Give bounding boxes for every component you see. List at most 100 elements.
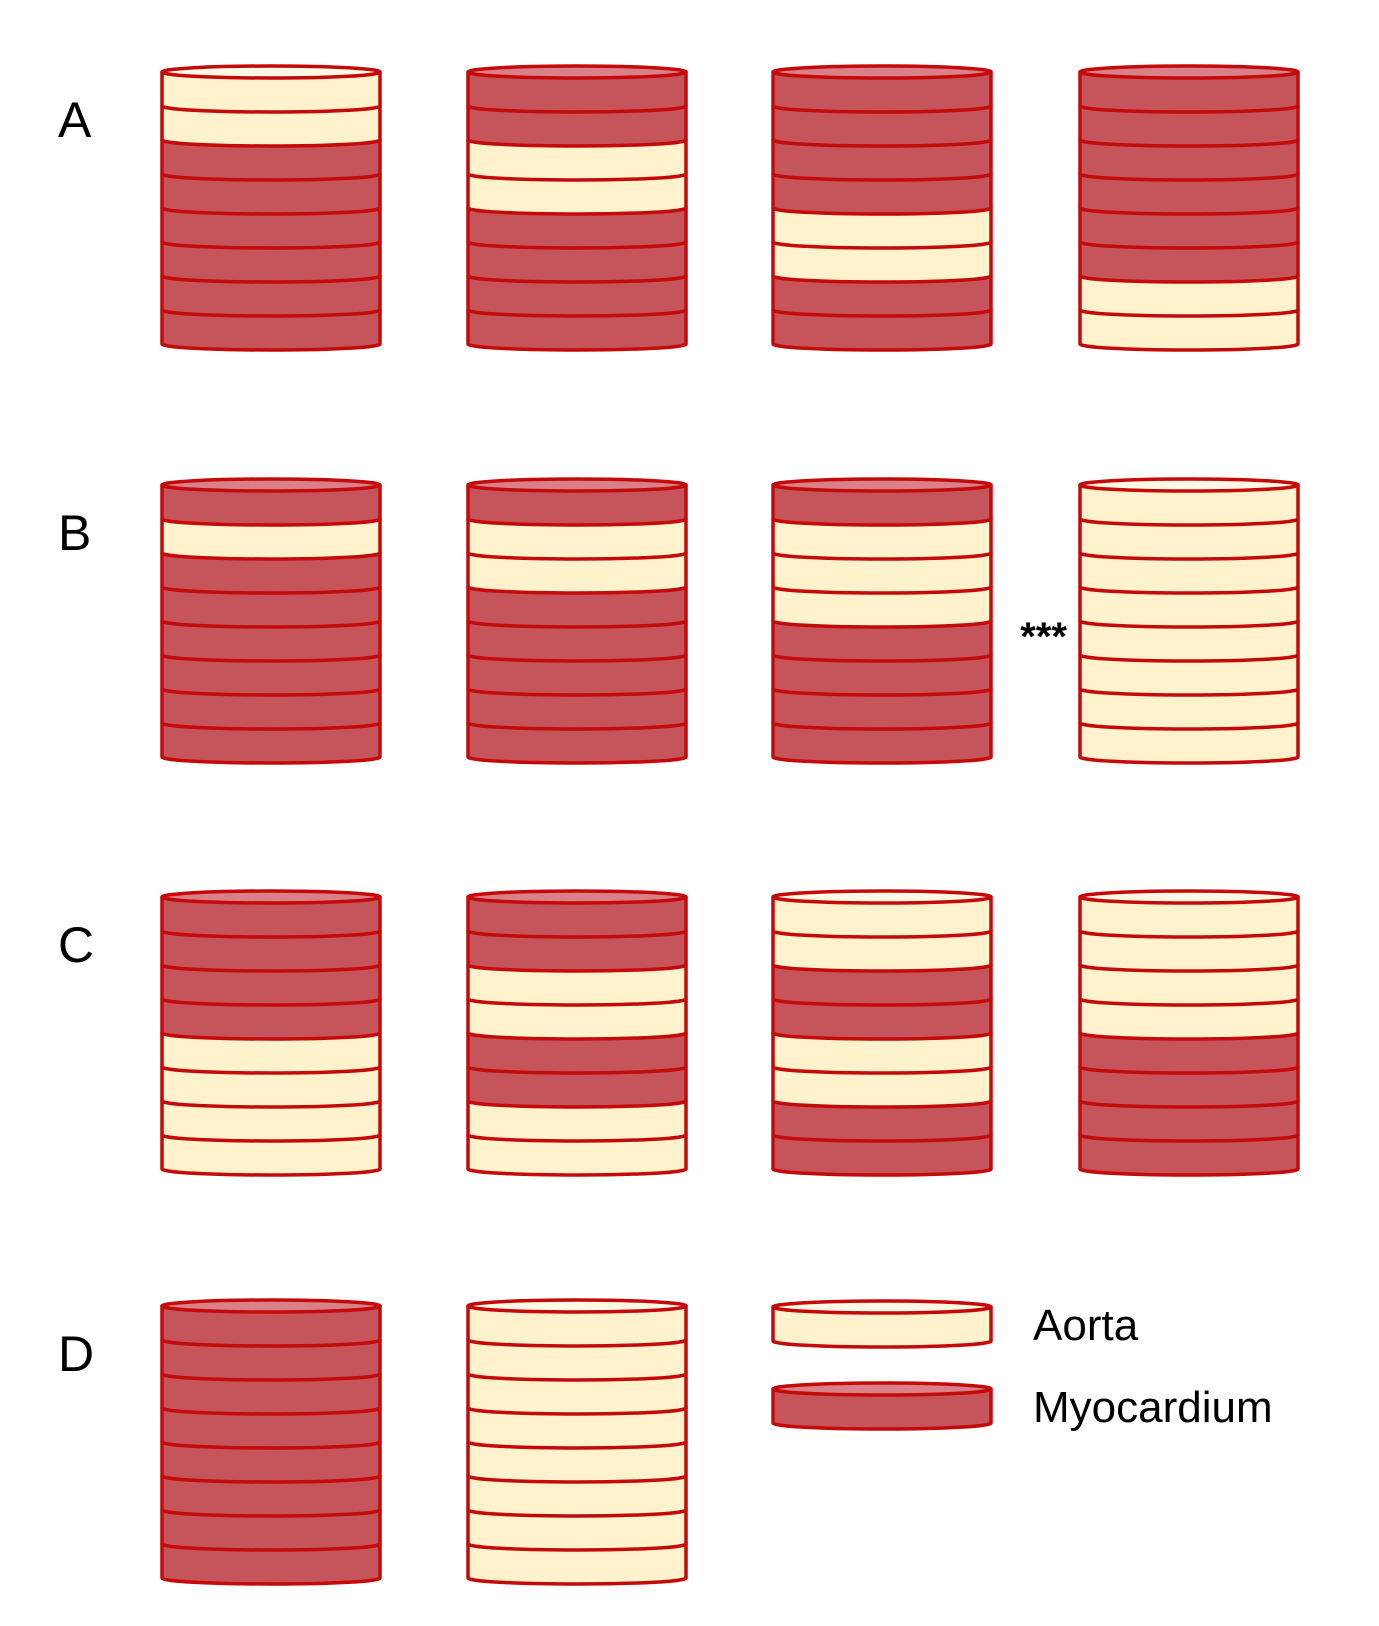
slice-stack — [466, 64, 688, 352]
row-label: D — [58, 1326, 94, 1382]
slice-myocardium — [771, 104, 993, 148]
row-label: B — [58, 505, 91, 561]
slice-myocardium — [466, 240, 688, 284]
slice-aorta — [466, 1298, 688, 1348]
slice-myocardium — [771, 963, 993, 1007]
slice-myocardium — [160, 308, 382, 352]
slice-myocardium — [466, 308, 688, 352]
slice-aorta — [1078, 889, 1300, 939]
slice-myocardium — [771, 619, 993, 663]
slice-myocardium — [771, 477, 993, 527]
slice-myocardium — [466, 687, 688, 731]
legend-item-aorta: Aorta — [771, 1299, 1139, 1350]
slice-myocardium — [771, 687, 993, 731]
slice-myocardium — [160, 721, 382, 765]
slice-myocardium — [1078, 138, 1300, 182]
slice-aorta — [160, 104, 382, 148]
slice-myocardium — [771, 172, 993, 216]
slice-aorta — [1078, 963, 1300, 1007]
slice-myocardium — [1078, 1031, 1300, 1075]
slice-myocardium — [160, 1508, 382, 1552]
slice-myocardium — [771, 653, 993, 697]
slice-myocardium — [1078, 64, 1300, 114]
slice-myocardium — [160, 138, 382, 182]
slice-aorta — [466, 1099, 688, 1143]
slice-aorta — [771, 889, 993, 939]
row-a: A — [58, 64, 1300, 352]
legend-label-aorta: Aorta — [1033, 1301, 1139, 1350]
slice-aorta — [1078, 721, 1300, 765]
legend: Aorta Myocardium — [771, 1299, 1273, 1432]
slice-myocardium — [771, 1099, 993, 1143]
slice-myocardium — [160, 889, 382, 939]
slice-myocardium — [771, 138, 993, 182]
legend-label-myocardium: Myocardium — [1033, 1383, 1273, 1432]
slice-stack — [771, 64, 993, 352]
slice-myocardium — [160, 1406, 382, 1450]
slice-myocardium — [466, 929, 688, 973]
slice-stack — [771, 889, 993, 1177]
slice-aorta — [1078, 929, 1300, 973]
slice-myocardium — [160, 929, 382, 973]
slice-aorta — [1078, 551, 1300, 595]
slice-myocardium — [466, 1065, 688, 1109]
slice-aorta — [1078, 585, 1300, 629]
slice-myocardium — [771, 1133, 993, 1177]
slice-aorta — [466, 138, 688, 182]
slice-aorta — [466, 1508, 688, 1552]
slice-myocardium — [1078, 206, 1300, 250]
slice-myocardium — [160, 1474, 382, 1518]
row-c: C — [58, 889, 1300, 1177]
slice-myocardium — [160, 619, 382, 663]
slice-aorta — [466, 517, 688, 561]
slice-aorta — [160, 517, 382, 561]
slice-myocardium — [160, 240, 382, 284]
slice-aorta — [1078, 619, 1300, 663]
slice-myocardium — [1078, 172, 1300, 216]
slice-myocardium — [771, 997, 993, 1041]
slice-aorta — [771, 240, 993, 284]
slice-stack — [466, 1298, 688, 1586]
slice-myocardium — [771, 64, 993, 114]
slice-stack — [160, 889, 382, 1177]
legend-swatch-myocardium — [771, 1381, 993, 1431]
row-label: C — [58, 917, 94, 973]
slice-myocardium — [466, 653, 688, 697]
slice-myocardium — [466, 585, 688, 629]
slice-aorta — [771, 206, 993, 250]
slice-myocardium — [160, 274, 382, 318]
slice-stack — [466, 889, 688, 1177]
slice-aorta — [160, 1065, 382, 1109]
slice-aorta — [466, 997, 688, 1041]
slice-myocardium — [160, 997, 382, 1041]
slice-aorta — [466, 1440, 688, 1484]
slice-myocardium — [160, 172, 382, 216]
slice-myocardium — [1078, 1099, 1300, 1143]
slice-myocardium — [160, 206, 382, 250]
slice-myocardium — [771, 308, 993, 352]
slice-aorta — [771, 517, 993, 561]
slice-myocardium — [466, 477, 688, 527]
slice-aorta — [1078, 653, 1300, 697]
slice-myocardium — [160, 1542, 382, 1586]
slice-myocardium — [160, 1338, 382, 1382]
slice-myocardium — [160, 1298, 382, 1348]
rows-layer: AB***CD — [58, 64, 1300, 1586]
legend-swatch-aorta — [771, 1299, 993, 1349]
slice-myocardium — [160, 1372, 382, 1416]
slice-aorta — [160, 1099, 382, 1143]
slice-aorta — [466, 1406, 688, 1450]
slice-aorta — [160, 64, 382, 114]
slice-myocardium — [1078, 1133, 1300, 1177]
slice-myocardium — [466, 274, 688, 318]
slice-myocardium — [160, 551, 382, 595]
slice-stack — [466, 477, 688, 765]
slice-myocardium — [160, 477, 382, 527]
slice-aorta — [1078, 477, 1300, 527]
slice-aorta — [160, 1133, 382, 1177]
slice-myocardium — [1078, 104, 1300, 148]
slice-aorta — [466, 1133, 688, 1177]
slice-myocardium — [160, 585, 382, 629]
legend-item-myocardium: Myocardium — [771, 1381, 1273, 1432]
